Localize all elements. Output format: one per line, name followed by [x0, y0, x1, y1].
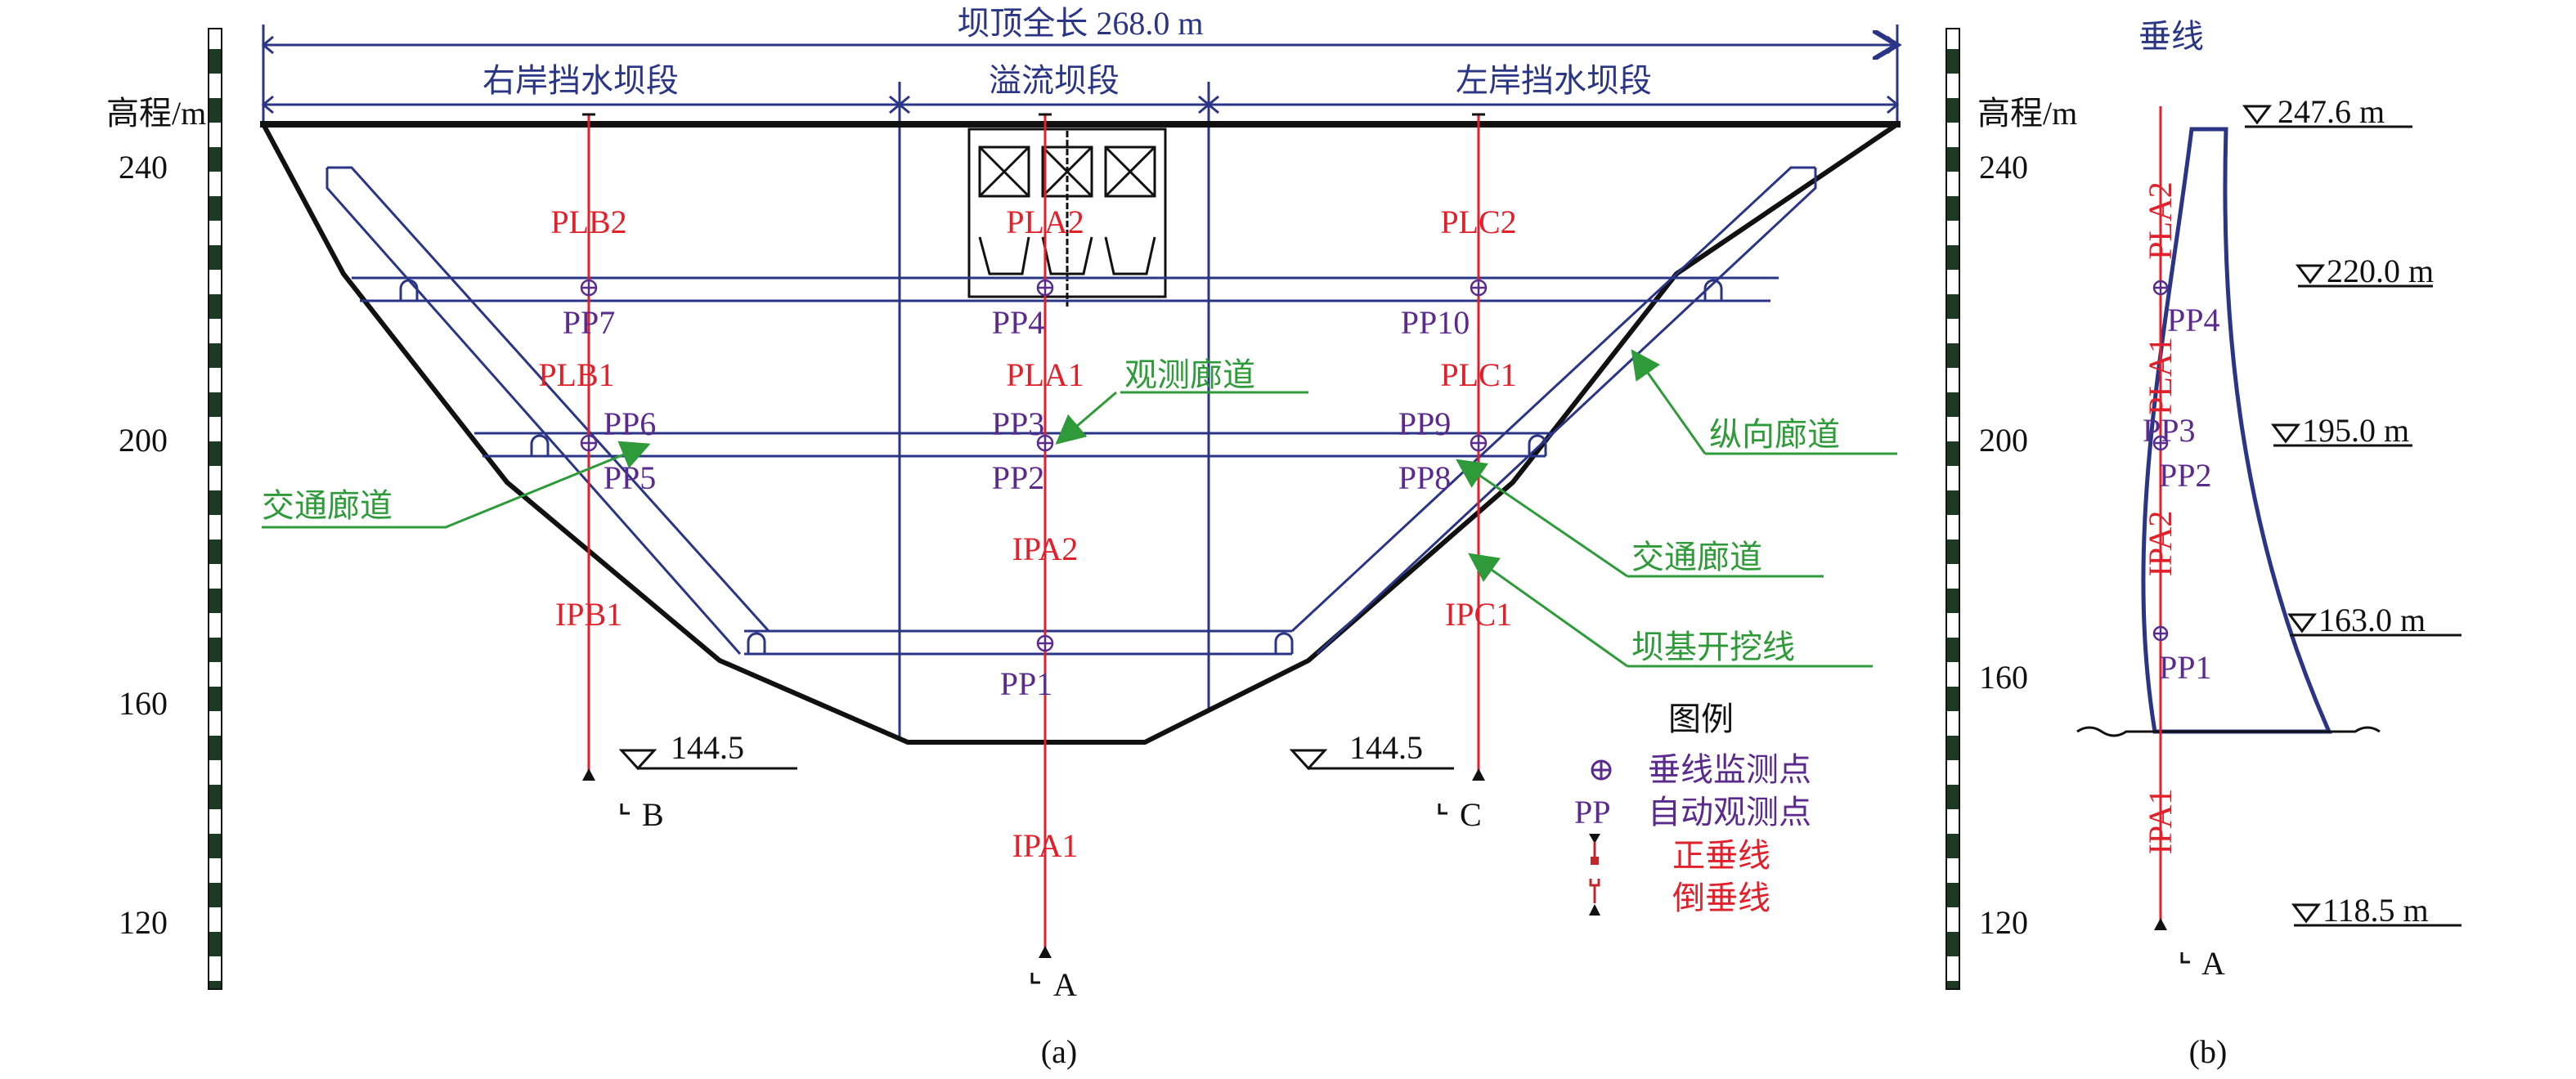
- elevation-scale-b: [1945, 28, 1960, 990]
- elevation-b: 118.5 m: [2322, 892, 2429, 929]
- label-plc2: PLC2: [1440, 204, 1516, 240]
- tick: 240: [1979, 149, 2028, 186]
- axis-label-b: 高程/m: [1977, 95, 2077, 132]
- total-length: 坝顶全长 268.0 m: [957, 5, 1203, 42]
- legend-label: 倒垂线: [1672, 880, 1770, 916]
- label-pp1-b: PP1: [2159, 649, 2212, 686]
- tick: 160: [1979, 659, 2028, 696]
- tick: 120: [1979, 904, 2028, 941]
- axis-label: 高程/m: [106, 95, 206, 132]
- monitoring-point-icon: [1591, 759, 1612, 781]
- label-pp4-b: PP4: [2167, 302, 2220, 338]
- long-gallery-label: 纵向廊道: [1709, 416, 1840, 453]
- label-pp1: PP1: [1000, 665, 1053, 702]
- caption-b: (b): [2189, 1033, 2228, 1070]
- label-pla2-b: PLA2: [2142, 181, 2179, 260]
- elevation-left: 144.5: [671, 729, 744, 766]
- label-plb1: PLB1: [538, 356, 614, 393]
- tick: 240: [119, 149, 168, 186]
- section-mark-a: A: [1053, 966, 1077, 1003]
- legend-label: 自动观测点: [1648, 794, 1811, 831]
- section-mark-b: B: [642, 796, 664, 833]
- label-pla1: PLA1: [1006, 356, 1084, 393]
- obs-gallery-label: 观测廊道: [1124, 356, 1255, 393]
- label-plc1: PLC1: [1440, 356, 1516, 393]
- label-ipa2: IPA2: [1012, 531, 1079, 567]
- legend-label: 正垂线: [1672, 837, 1770, 874]
- plumb-line-icon: [1589, 834, 1600, 865]
- label-ipb1: IPB1: [555, 596, 622, 633]
- inverted-plumb-line-icon: [1589, 879, 1600, 916]
- section-mark-c: C: [1460, 796, 1482, 833]
- label-pp3: PP3: [992, 405, 1045, 442]
- section-left-bank: 左岸挡水坝段: [1456, 62, 1652, 99]
- label-pp9: PP9: [1398, 405, 1452, 442]
- label-pp7: PP7: [563, 304, 616, 341]
- traffic-gallery-left-label: 交通廊道: [262, 487, 393, 524]
- tick: 160: [119, 685, 168, 722]
- monitoring-points-b: [2152, 280, 2169, 642]
- legend-label: 垂线监测点: [1648, 751, 1811, 788]
- tick: 200: [1979, 422, 2028, 459]
- foundation-line: [2076, 726, 2381, 737]
- elevation-b: 220.0 m: [2327, 253, 2434, 289]
- elevation-b: 195.0 m: [2302, 412, 2409, 449]
- label-pp5: PP5: [604, 459, 657, 496]
- elevation-markers-b: [2242, 105, 2462, 927]
- label-pp10: PP10: [1401, 304, 1470, 341]
- section-mark-a-b: A: [2201, 945, 2225, 982]
- label-ipa1: IPA1: [1012, 827, 1079, 864]
- galleries: [325, 166, 1817, 656]
- section-right-bank: 右岸挡水坝段: [482, 62, 679, 99]
- section-mark-icons: [620, 804, 1447, 984]
- label-pp6: PP6: [604, 405, 657, 442]
- label-pp3-b: PP3: [2143, 412, 2196, 449]
- section-mark-icon-b: [2180, 952, 2190, 964]
- label-ipa2-b: IPA2: [2142, 511, 2179, 577]
- label-pp8: PP8: [1398, 459, 1452, 496]
- legend-title: 图例: [1668, 701, 1734, 737]
- tick: 200: [119, 422, 168, 459]
- anchor-icon: [2154, 918, 2167, 930]
- label-pla2: PLA2: [1006, 204, 1084, 240]
- traffic-gallery-right-label: 交通廊道: [1631, 539, 1762, 575]
- label-plb2: PLB2: [550, 204, 626, 240]
- section-spillway: 溢流坝段: [989, 62, 1120, 99]
- elevation-b: 163.0 m: [2318, 602, 2426, 638]
- label-pp4: PP4: [992, 304, 1045, 341]
- label-ipc1: IPC1: [1445, 596, 1512, 633]
- legend: 图例 垂线监测点 PP 自动观测点 正垂线 倒垂线: [1574, 701, 1811, 916]
- label-pp2: PP2: [992, 459, 1045, 496]
- plumb-line-label: 垂线: [2138, 18, 2204, 55]
- annotation-arrows: [262, 353, 1897, 668]
- dam-outline: [261, 122, 1899, 745]
- legend-symbol-pp: PP: [1574, 794, 1611, 831]
- label-pla1-b: PLA1: [2142, 337, 2179, 415]
- elevation-markers: [618, 749, 1454, 771]
- label-pp2-b: PP2: [2159, 457, 2212, 494]
- excavation-line-label: 坝基开挖线: [1631, 629, 1795, 665]
- tick: 120: [119, 904, 168, 941]
- label-ipa1-b: IPA1: [2142, 789, 2179, 855]
- spillway-gates: [967, 128, 1167, 307]
- elevation-scale-a: [208, 28, 222, 990]
- elevation-right: 144.5: [1349, 729, 1423, 766]
- elevation-b: 247.6 m: [2278, 93, 2385, 130]
- caption-a: (a): [1041, 1033, 1077, 1070]
